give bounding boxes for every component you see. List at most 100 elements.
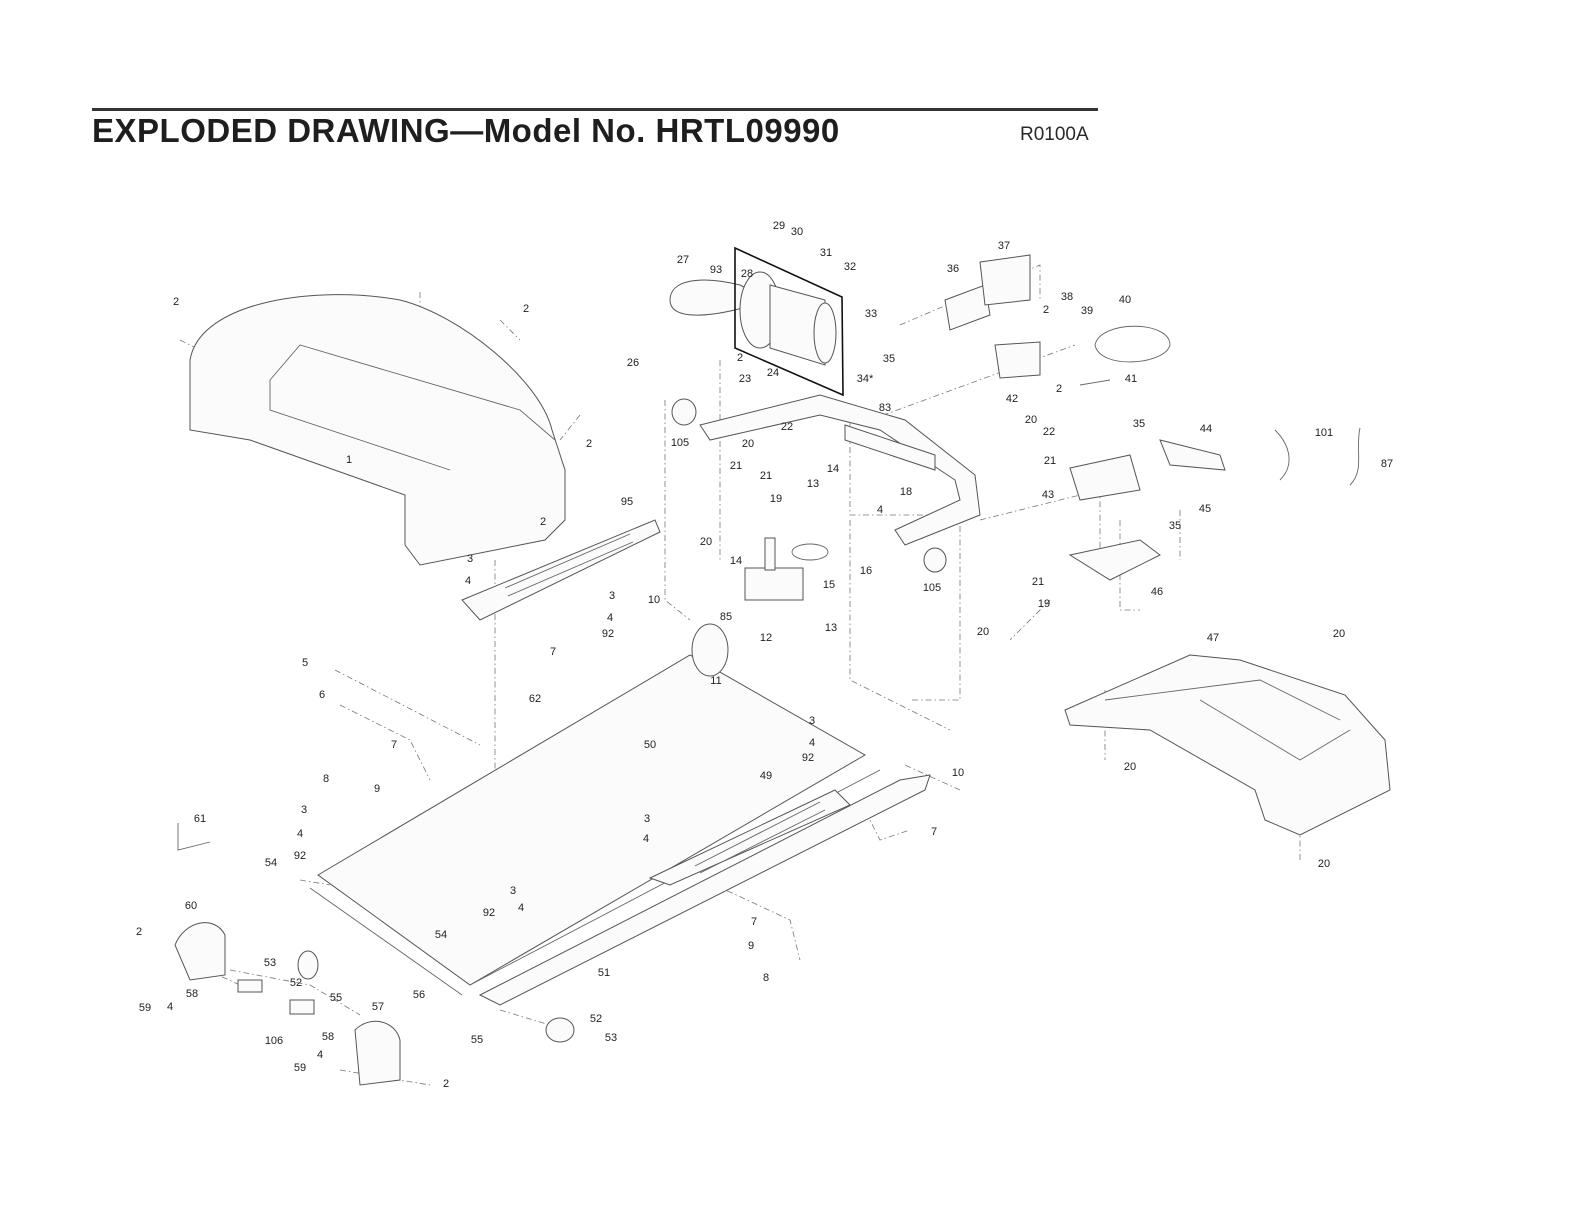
part-callout: 3 bbox=[609, 590, 615, 602]
part-callout: 43 bbox=[1042, 489, 1054, 501]
part-callout: 2 bbox=[136, 926, 142, 938]
part-callout: 5 bbox=[302, 657, 308, 669]
part-callout: 45 bbox=[1199, 503, 1211, 515]
part-callout: 4 bbox=[877, 504, 883, 516]
flywheel bbox=[691, 623, 729, 677]
part-callout: 54 bbox=[435, 929, 447, 941]
part-callout: 92 bbox=[483, 907, 495, 919]
part-callout: 9 bbox=[748, 940, 754, 952]
part-callout: 20 bbox=[1124, 761, 1136, 773]
part-callout: 53 bbox=[264, 957, 276, 969]
part-callout: 101 bbox=[1315, 427, 1333, 439]
part-callout: 2 bbox=[523, 303, 529, 315]
part-callout: 52 bbox=[290, 977, 302, 989]
part-callout: 22 bbox=[1043, 426, 1055, 438]
part-callout: 56 bbox=[413, 989, 425, 1001]
part-callout: 3 bbox=[301, 804, 307, 816]
part-callout: 21 bbox=[1044, 455, 1056, 467]
part-callout: 7 bbox=[751, 916, 757, 928]
part-callout: 8 bbox=[763, 972, 769, 984]
part-callout: 105 bbox=[923, 582, 941, 594]
part-callout: 10 bbox=[952, 767, 964, 779]
part-callout: 20 bbox=[1025, 414, 1037, 426]
part-callout: 24 bbox=[767, 367, 779, 379]
incline-motor bbox=[744, 537, 829, 601]
part-callout: 2 bbox=[586, 438, 592, 450]
part-callout: 42 bbox=[1006, 393, 1018, 405]
part-callout: 2 bbox=[443, 1078, 449, 1090]
part-callout: 2 bbox=[737, 352, 743, 364]
part-callout: 106 bbox=[265, 1035, 283, 1047]
part-callout: 11 bbox=[710, 675, 721, 687]
part-callout: 35 bbox=[1133, 418, 1145, 430]
part-callout: 20 bbox=[742, 438, 754, 450]
part-callout: 85 bbox=[720, 611, 732, 623]
part-callout: 22 bbox=[781, 421, 793, 433]
part-callout: 92 bbox=[802, 752, 814, 764]
part-callout: 36 bbox=[947, 263, 959, 275]
part-callout: 31 bbox=[820, 247, 832, 259]
part-callout: 21 bbox=[1032, 576, 1044, 588]
base-cover bbox=[1064, 654, 1391, 836]
part-callout: 49 bbox=[760, 770, 772, 782]
roller-105-mid bbox=[923, 547, 947, 573]
part-callout: 10 bbox=[648, 594, 660, 606]
part-callout: 59 bbox=[294, 1062, 306, 1074]
part-callout: 9 bbox=[374, 783, 380, 795]
part-callout: 21 bbox=[760, 470, 772, 482]
part-callout: 60 bbox=[185, 900, 197, 912]
part-callout: 3 bbox=[809, 715, 815, 727]
upper-right-components bbox=[944, 254, 1361, 581]
header-rule bbox=[92, 108, 1098, 111]
part-callout: 41 bbox=[1125, 373, 1137, 385]
upright-frame bbox=[699, 394, 981, 546]
part-callout: 39 bbox=[1081, 305, 1093, 317]
part-callout: 53 bbox=[605, 1032, 617, 1044]
part-callout: 46 bbox=[1151, 586, 1163, 598]
part-callout: 44 bbox=[1200, 423, 1212, 435]
part-callout: 58 bbox=[186, 988, 198, 1000]
part-callout: 21 bbox=[730, 460, 742, 472]
part-callout: 14 bbox=[827, 463, 839, 475]
part-callout: 18 bbox=[900, 486, 912, 498]
part-callout: 4 bbox=[465, 575, 471, 587]
part-callout: 32 bbox=[844, 261, 856, 273]
part-callout: 35 bbox=[883, 353, 895, 365]
part-callout: 7 bbox=[391, 739, 397, 751]
part-callout: 33 bbox=[865, 308, 877, 320]
part-callout: 50 bbox=[644, 739, 656, 751]
part-callout: 12 bbox=[760, 632, 772, 644]
page-title: EXPLODED DRAWING—Model No. HRTL09990 bbox=[92, 112, 840, 149]
part-callout: 7 bbox=[550, 646, 556, 658]
part-callout: 47 bbox=[1207, 632, 1219, 644]
part-callout: 4 bbox=[518, 902, 524, 914]
motor-hood bbox=[189, 294, 566, 566]
part-callout: 3 bbox=[467, 553, 473, 565]
part-callout: 105 bbox=[671, 437, 689, 449]
side-rail-right bbox=[478, 774, 931, 1006]
part-callout: 93 bbox=[710, 264, 722, 276]
part-callout: 37 bbox=[998, 240, 1010, 252]
part-callout: 52 bbox=[590, 1013, 602, 1025]
part-callout: 51 bbox=[598, 967, 610, 979]
part-callout: 20 bbox=[977, 626, 989, 638]
part-callout: 23 bbox=[739, 373, 751, 385]
roller-105-top bbox=[671, 398, 697, 426]
part-callout: 13 bbox=[825, 622, 837, 634]
part-callout: 4 bbox=[643, 833, 649, 845]
part-callout: 83 bbox=[879, 402, 891, 414]
part-callout: 13 bbox=[807, 478, 819, 490]
part-callout: 20 bbox=[1318, 858, 1330, 870]
part-callout: 4 bbox=[809, 737, 815, 749]
part-callout: 28 bbox=[741, 268, 753, 280]
rear-components bbox=[174, 922, 575, 1086]
part-callout: 34* bbox=[857, 373, 874, 385]
part-callout: 20 bbox=[1333, 628, 1345, 640]
part-callout: 55 bbox=[471, 1034, 483, 1046]
part-callout: 2 bbox=[540, 516, 546, 528]
part-callout: 2 bbox=[1056, 383, 1062, 395]
part-callout: 14 bbox=[730, 555, 742, 567]
part-callout: 26 bbox=[627, 357, 639, 369]
